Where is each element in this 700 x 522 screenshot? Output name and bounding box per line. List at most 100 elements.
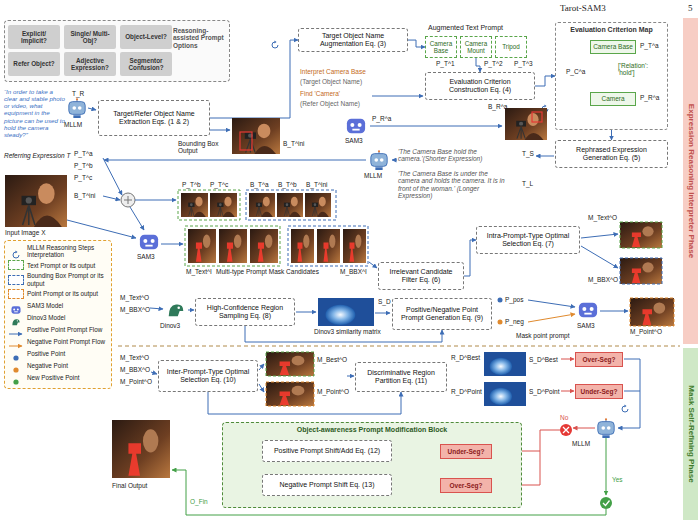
label-text: Final Output	[112, 482, 147, 489]
node-text: Segmentor Confusion?	[122, 57, 170, 71]
node-text: Expression Reasoning Interpreter Phase	[686, 104, 695, 258]
illustration-part	[560, 424, 572, 436]
illustration-part	[573, 428, 595, 429]
phase-band: Expression Reasoning Interpreter Phase	[683, 18, 698, 344]
label-text: S_D^Point	[529, 388, 560, 395]
label-text: SAM3	[137, 253, 155, 260]
illustration-part	[250, 229, 278, 263]
mllm-icons	[69, 98, 614, 472]
illustration-part	[532, 112, 542, 122]
label-text: S_D	[378, 298, 391, 305]
illustration-part	[259, 384, 264, 392]
illustration-part	[620, 222, 662, 248]
legend-text: SAM3 Model	[27, 302, 63, 309]
label-text: R_D^Best	[451, 354, 480, 361]
illustration-part	[375, 313, 390, 314]
node-text: Inter-Prompt-Type Optimal Selection Eq. …	[163, 368, 253, 384]
illustration-part	[563, 427, 569, 433]
illustration-part	[317, 229, 340, 263]
legend-text: Negative Point Prompt Flow	[27, 338, 105, 345]
label-text: MLLM	[572, 440, 590, 447]
illustration-part	[277, 193, 303, 217]
node-text: Adjective Expression?	[66, 57, 114, 71]
illustration-part	[88, 108, 96, 110]
illustration-part	[67, 220, 136, 238]
legend-dot	[13, 355, 18, 360]
connector	[535, 76, 555, 86]
label-text: M_Point^O	[630, 328, 662, 335]
illustration-part	[240, 132, 252, 150]
illustration-part	[498, 298, 503, 303]
label-text: B_T^a	[250, 181, 269, 188]
illustration-part	[266, 352, 314, 376]
legend-item: SAM3 Model	[8, 301, 108, 311]
text-prompt-box: Camera Mount	[460, 36, 492, 58]
illustration-part	[581, 246, 618, 268]
label-text: P_T^3	[514, 60, 533, 67]
legend-item: MLLM Reasoning Steps Interpretation	[8, 244, 108, 258]
illustration-part	[296, 312, 316, 313]
legend-swatch	[8, 246, 24, 256]
label-text: B_T^ini	[306, 181, 327, 188]
process-box: Rephrased Expression Generation Eq. (5)	[555, 140, 668, 168]
process-box: Negative Prompt Shift Eq. (13)	[262, 474, 392, 496]
node-text: Intra-Prompt-Type Optimal Selection Eq. …	[481, 232, 575, 248]
illustration-part	[5, 175, 67, 227]
label-text: MLLM	[64, 121, 82, 128]
illustration-part	[600, 497, 612, 509]
node-text: Explicit/ Implicit?	[10, 30, 58, 44]
legend-icon-shape	[11, 306, 20, 313]
illustration-part	[622, 405, 628, 413]
legend-text: Positive Point	[27, 350, 65, 357]
illustration-part	[600, 311, 628, 312]
legend-item: Text Prompt or its output	[8, 260, 108, 270]
illustration-part	[249, 193, 275, 217]
illustration-part	[112, 420, 170, 478]
illustration-part	[579, 303, 597, 318]
criterion-box: Camera Base	[590, 40, 636, 54]
node-text: Camera Base	[593, 43, 633, 50]
illustration-part	[124, 196, 132, 204]
illustration-part	[528, 314, 575, 322]
label-text: (Target Object Name)	[300, 78, 362, 85]
illustration-part	[498, 320, 503, 325]
legend-dot	[13, 379, 18, 384]
process-box: Target/Refer Object Name Extraction Eqs.…	[98, 100, 210, 136]
label-text: P_R^a	[372, 115, 391, 122]
legend-item: Dinov3 Model	[8, 313, 108, 323]
option-box: Single/ Multi-Obj?	[64, 25, 116, 49]
legend-item: Negative Point Prompt Flow	[8, 337, 108, 347]
illustration-part	[630, 298, 674, 326]
legend-icon	[8, 250, 24, 260]
illustration-part	[620, 258, 662, 284]
node-text: Under-Seg?	[581, 388, 618, 395]
option-box: Refer Object?	[8, 52, 60, 76]
illustration-part	[528, 300, 575, 307]
node-text: Reasoning-assisted Prompt Options	[173, 27, 227, 49]
legend-item: Point Prompt or its output	[8, 289, 108, 299]
criterion-box: Camera	[590, 92, 636, 106]
decision-box: Under-Seg?	[575, 384, 623, 399]
label-text: M_Best^O	[317, 356, 347, 363]
illustration-part	[484, 382, 526, 406]
node-text: Target Object Name Augmentation Eq. (3)	[303, 32, 403, 48]
label-text: SAM3	[345, 137, 363, 144]
illustration-part	[347, 376, 354, 377]
option-box: Adjective Expression?	[64, 52, 116, 76]
illustration-part	[140, 235, 158, 250]
label-text: P_T^2	[484, 60, 503, 67]
label-text: P_T^c	[210, 181, 228, 188]
label-text: SAM3	[577, 322, 595, 329]
illustration-part	[392, 160, 397, 161]
legend-item: Bounding Box Prompt or its output	[8, 272, 108, 286]
label-text: Tarot-SAM3	[560, 3, 606, 13]
illustration-part	[181, 193, 208, 217]
label-text: P_T^c	[74, 174, 92, 181]
legend-swatch	[8, 289, 24, 299]
illustration-part	[347, 119, 365, 134]
node-text: Positive Prompt Shift/Add Eq. (12)	[274, 447, 380, 455]
legend-dot	[13, 367, 18, 372]
label-text: T_L	[522, 180, 533, 187]
decision-box: Over-Seg?	[575, 352, 623, 367]
label-text: P_C^a	[566, 68, 585, 75]
